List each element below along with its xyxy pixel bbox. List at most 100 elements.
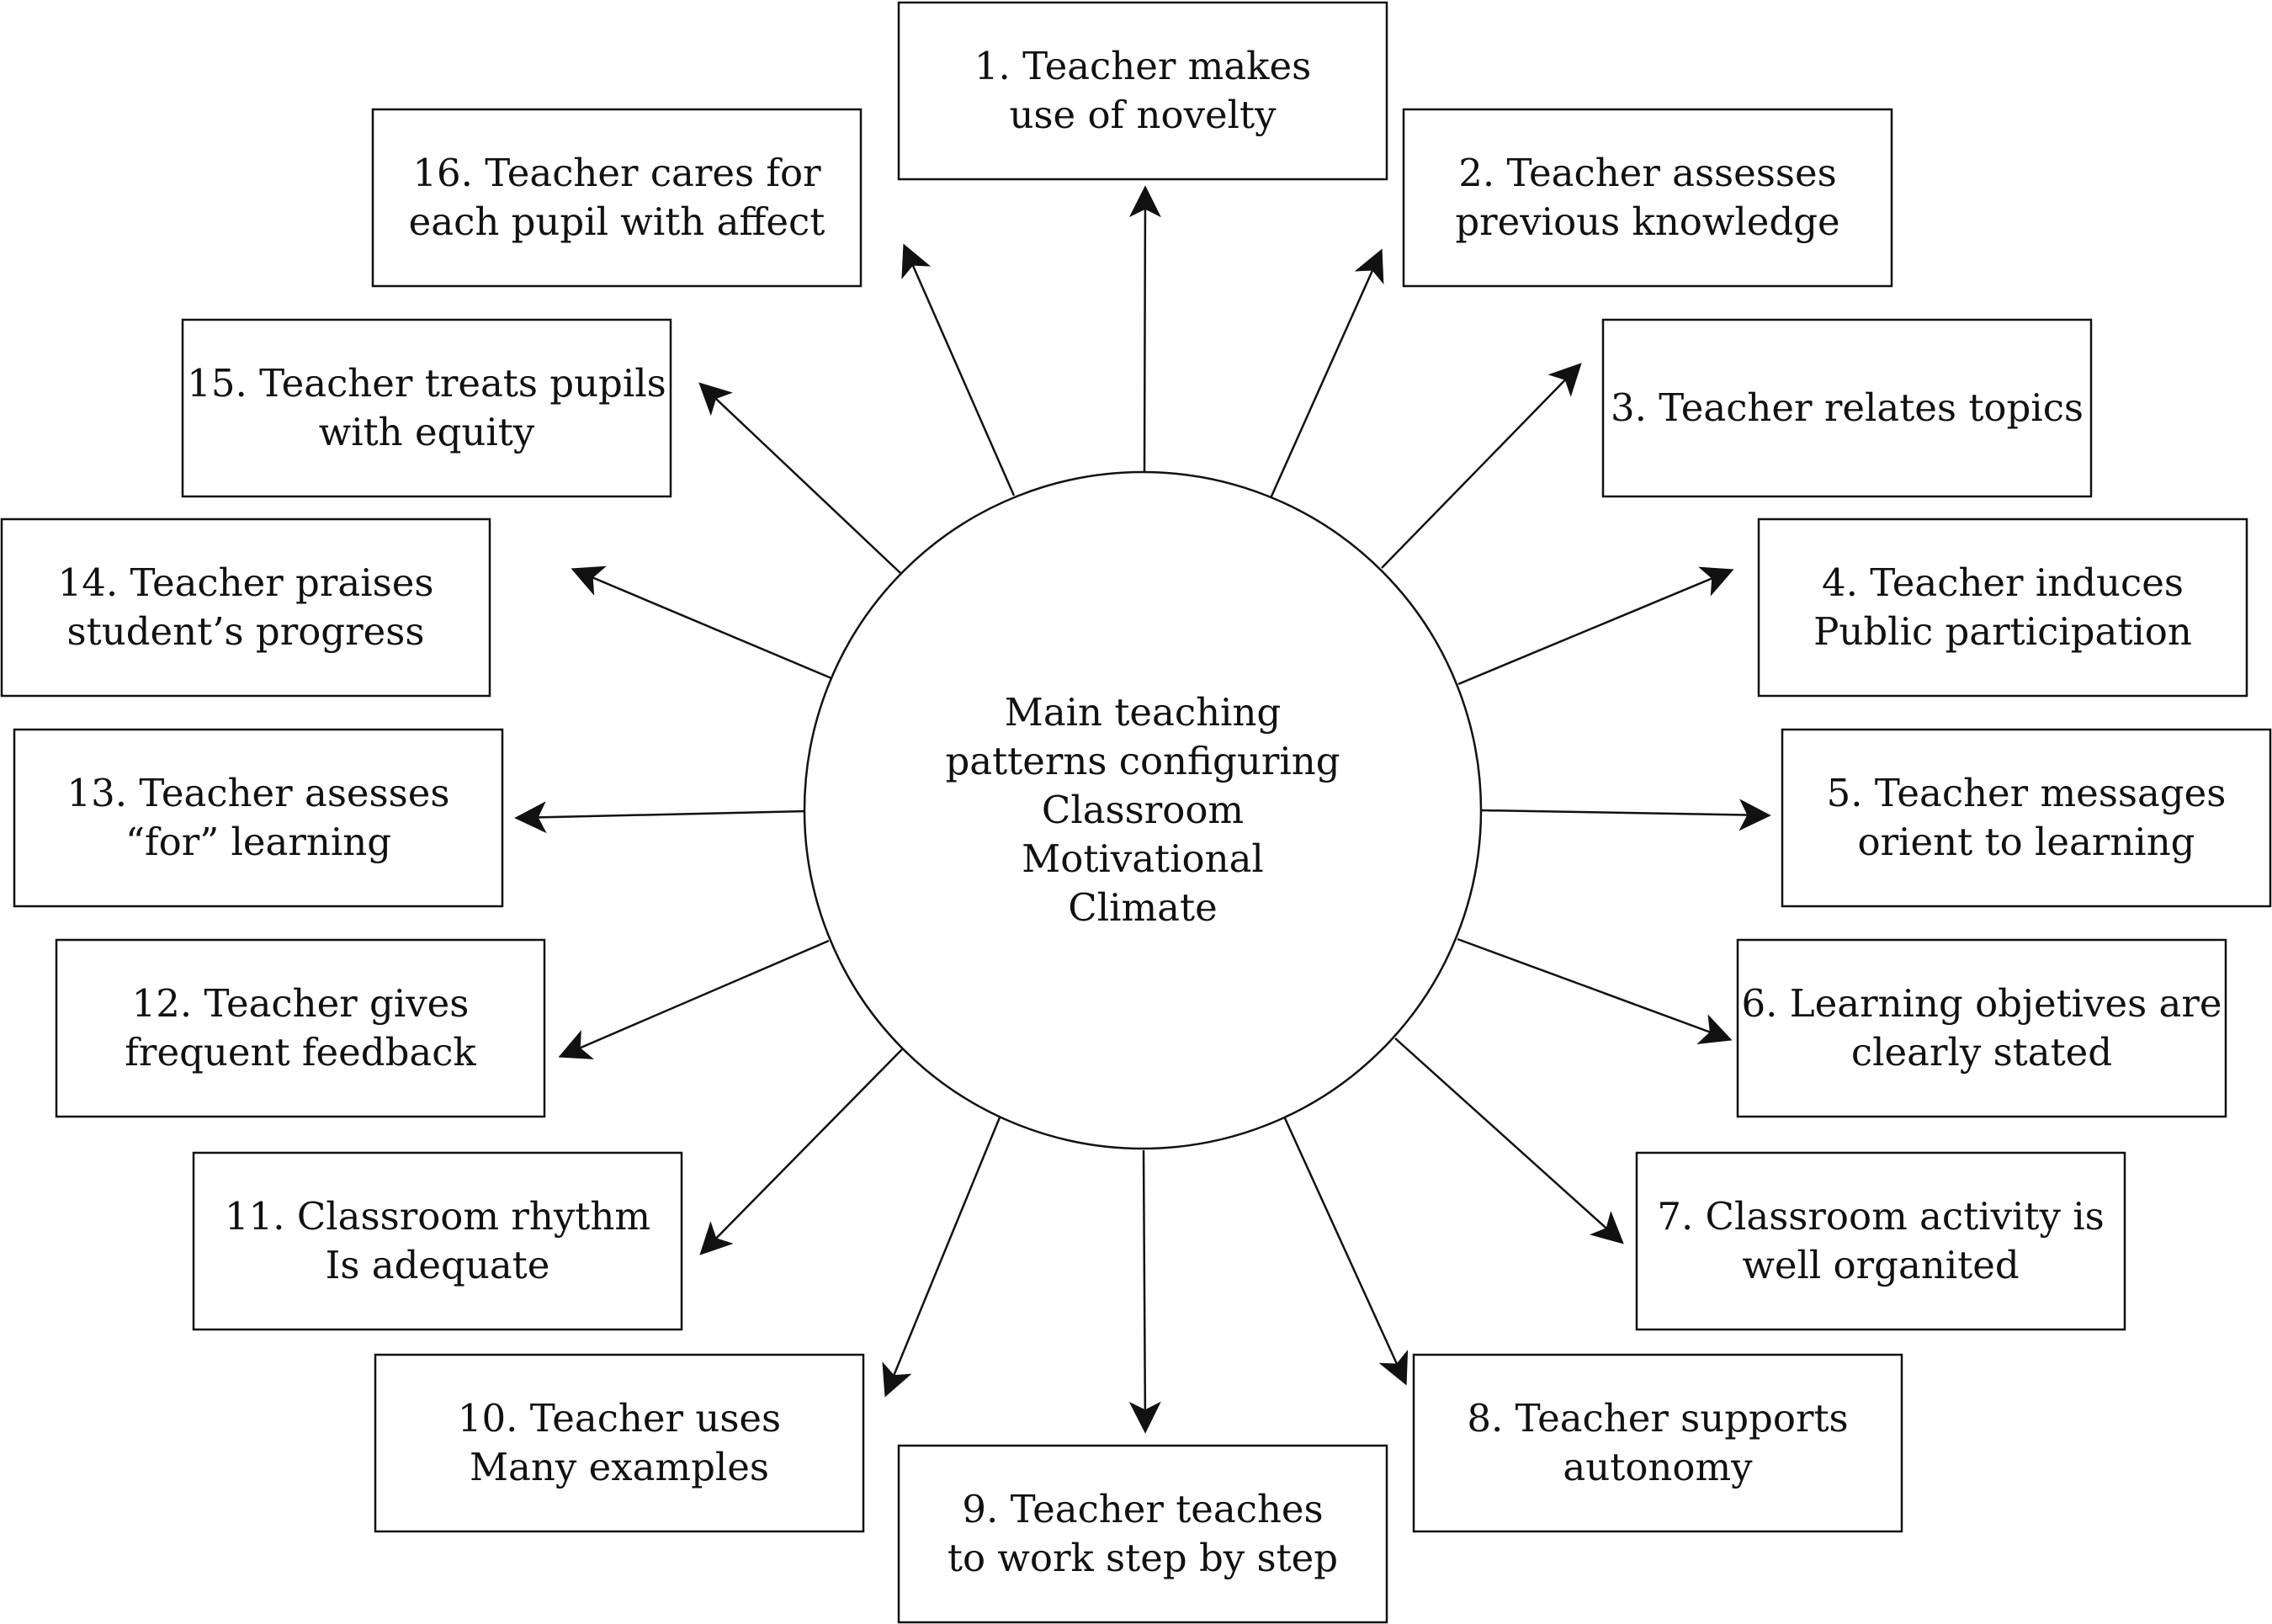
pattern-label-line: Many examples [470,1445,769,1489]
pattern-box [1412,1353,1903,1533]
arrow-to-node-5 [1481,799,1771,831]
pattern-box [1402,108,1893,288]
pattern-box [192,1151,683,1331]
pattern-label-line: 6. Learning objetives are [1742,981,2222,1026]
pattern-label-line: “for” learning [125,820,391,864]
pattern-box [1781,728,2272,908]
pattern-box [13,728,504,908]
arrow-to-node-14 [571,565,832,680]
pattern-box [1635,1151,2126,1331]
pattern-label-line: 9. Teacher teaches [962,1487,1323,1531]
arrow-to-node-1 [1128,185,1161,473]
pattern-label: 9. Teacher teaches to work step by step [948,1487,1338,1580]
pattern-label-line: well organited [1742,1243,2019,1287]
pattern-box [1601,318,2093,498]
pattern-node-5: 5. Teacher messages orient to learning [1781,728,2272,908]
arrow-to-node-4 [1457,566,1734,686]
pattern-node-13: 13. Teacher asesses “for” learning [13,728,504,908]
pattern-label-line: previous knowledge [1455,199,1839,244]
pattern-label-line: 14. Teacher praises [58,560,434,605]
pattern-label-line: 8. Teacher supports [1467,1396,1848,1441]
pattern-node-9: 9. Teacher teaches to work step by step [897,1444,1388,1624]
center-label-line: Main teaching [1005,690,1282,735]
center-label-line: Motivational [1022,836,1264,881]
pattern-box [181,318,672,498]
pattern-label-line: 16. Teacher cares for [412,151,821,195]
arrow-to-node-12 [558,939,830,1059]
pattern-label-line: 13. Teacher asesses [67,771,450,815]
pattern-label-line: orient to learning [1857,820,2195,864]
pattern-label-line: 3. Teacher relates topics [1611,385,2084,430]
pattern-label-line: 1. Teacher makes [974,44,1311,88]
arrow-to-node-11 [699,1048,903,1255]
arrow-to-node-7 [1394,1038,1624,1245]
pattern-label-line: use of novelty [1009,93,1277,137]
pattern-box [897,1444,1388,1624]
pattern-box [897,1,1388,181]
pattern-box [371,108,863,288]
pattern-label: 5. Teacher messages orient to learning [1827,771,2227,864]
arrow-to-node-9 [1128,1149,1161,1434]
center-circle [803,470,1483,1150]
arrow-to-node-6 [1457,937,1733,1045]
arrow-to-node-8 [1283,1117,1409,1386]
pattern-label: 1. Teacher makes use of novelty [974,44,1311,137]
arrow-to-node-16 [901,243,1016,496]
pattern-label-line: with equity [319,410,535,454]
pattern-box [1757,517,2248,698]
pattern-label-line: Public participation [1813,609,2192,654]
pattern-label-line: 2. Teacher assesses [1458,151,1836,195]
pattern-label-line: 5. Teacher messages [1827,771,2227,815]
center-label-line: Classroom [1042,788,1244,832]
pattern-label: 3. Teacher relates topics [1611,385,2084,430]
pattern-label-line: 15. Teacher treats pupils [187,361,666,406]
pattern-label-line: autonomy [1563,1445,1753,1489]
pattern-label-line: student’s progress [67,609,425,654]
pattern-box [1736,938,2227,1118]
arrows-layer [514,185,1771,1434]
pattern-label-line: frequent feedback [125,1030,476,1075]
pattern-label: 13. Teacher asesses “for” learning [67,771,450,864]
pattern-label-line: 10. Teacher uses [458,1396,781,1441]
pattern-node-1: 1. Teacher makes use of novelty [897,1,1388,181]
pattern-label-line: Is adequate [326,1243,550,1287]
pattern-label-line: 11. Classroom rhythm [225,1194,650,1239]
pattern-label-line: to work step by step [948,1536,1338,1580]
arrow-to-node-10 [882,1117,1001,1398]
pattern-box [374,1353,865,1533]
pattern-label-line: 4. Teacher induces [1822,560,2184,605]
pattern-box [55,938,546,1118]
center-label-line: patterns configuring [945,739,1340,783]
arrow-to-node-15 [698,382,901,574]
pattern-label-line: clearly stated [1851,1030,2112,1075]
center-label-line: Climate [1068,885,1217,930]
arrow-to-node-2 [1269,248,1384,499]
pattern-node-3: 3. Teacher relates topics [1601,318,2093,498]
arrow-to-node-3 [1381,363,1582,569]
pattern-label-line: 12. Teacher gives [132,981,470,1026]
